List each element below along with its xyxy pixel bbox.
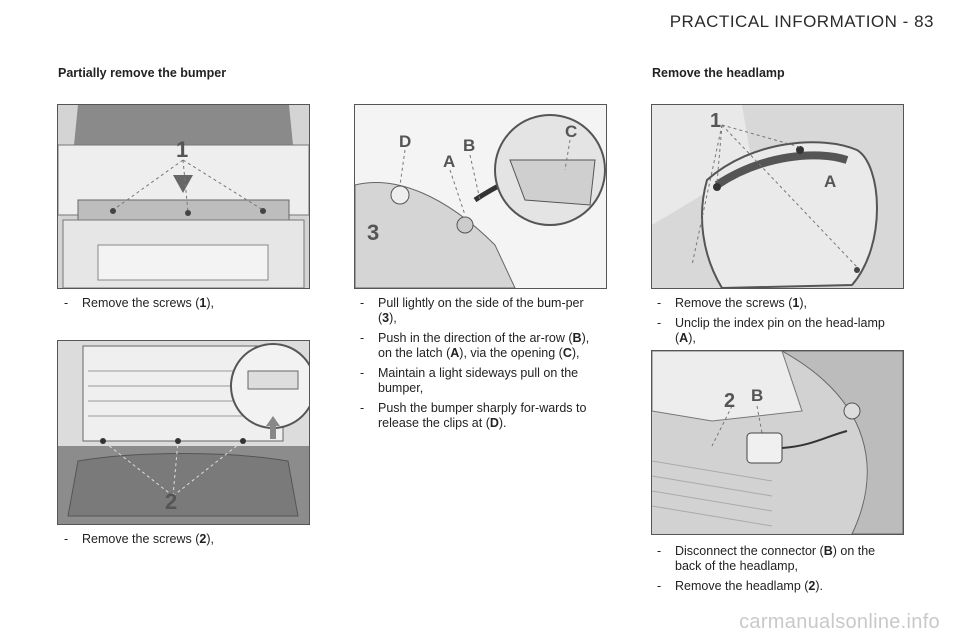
callout-B: B xyxy=(751,386,763,405)
illustration-headlamp-top: 1 A xyxy=(652,105,903,288)
steps-headlamp-1: Remove the screws (1), Unclip the index … xyxy=(651,296,902,351)
section-heading-bumper: Partially remove the bumper xyxy=(58,66,227,80)
header-separator: - xyxy=(902,12,909,31)
step-item: Push the bumper sharply for-wards to rel… xyxy=(354,401,605,431)
callout-1: 1 xyxy=(710,110,721,132)
illustration-bumper-clips: D A B C 3 xyxy=(355,105,606,288)
callout-D: D xyxy=(399,132,411,151)
callout-1: 1 xyxy=(176,137,188,162)
callout-A: A xyxy=(443,152,455,171)
figure-headlamp-connector: 2 B xyxy=(651,350,904,535)
section-heading-headlamp: Remove the headlamp xyxy=(652,66,785,80)
figure-bumper-screws-bottom: 2 xyxy=(57,340,310,525)
step-item: Remove the headlamp (2). xyxy=(651,579,902,594)
illustration-headlamp-connector: 2 B xyxy=(652,351,903,534)
watermark: carmanualsonline.info xyxy=(739,611,940,633)
callout-3: 3 xyxy=(367,220,379,245)
callout-2: 2 xyxy=(724,390,735,412)
illustration-bumper-top: 1 xyxy=(58,105,309,288)
page-header: PRACTICAL INFORMATION - 83 xyxy=(670,12,934,32)
step-item: Push in the direction of the ar-row (B),… xyxy=(354,331,605,361)
step-item: Remove the screws (1), xyxy=(58,296,308,311)
figure-bumper-clips: D A B C 3 xyxy=(354,104,607,289)
callout-C: C xyxy=(565,122,577,141)
callout-2: 2 xyxy=(165,489,177,514)
steps-bumper-2: Remove the screws (2), xyxy=(58,532,308,552)
figure-headlamp-screws: 1 A xyxy=(651,104,904,289)
callout-B: B xyxy=(463,136,475,155)
step-item: Remove the screws (1), xyxy=(651,296,902,311)
steps-headlamp-2: Disconnect the connector (B) on the back… xyxy=(651,544,902,599)
page-number: 83 xyxy=(914,12,934,31)
callout-A: A xyxy=(824,172,836,191)
section-title: PRACTICAL INFORMATION xyxy=(669,12,898,31)
illustration-bumper-bottom: 2 xyxy=(58,341,309,524)
steps-bumper-release: Pull lightly on the side of the bum-per … xyxy=(354,296,605,436)
step-item: Pull lightly on the side of the bum-per … xyxy=(354,296,605,326)
figure-bumper-screws-top: 1 xyxy=(57,104,310,289)
step-item: Disconnect the connector (B) on the back… xyxy=(651,544,902,574)
step-item: Unclip the index pin on the head-lamp (A… xyxy=(651,316,902,346)
steps-bumper-1: Remove the screws (1), xyxy=(58,296,308,316)
step-item: Maintain a light sideways pull on the bu… xyxy=(354,366,605,396)
step-item: Remove the screws (2), xyxy=(58,532,308,547)
